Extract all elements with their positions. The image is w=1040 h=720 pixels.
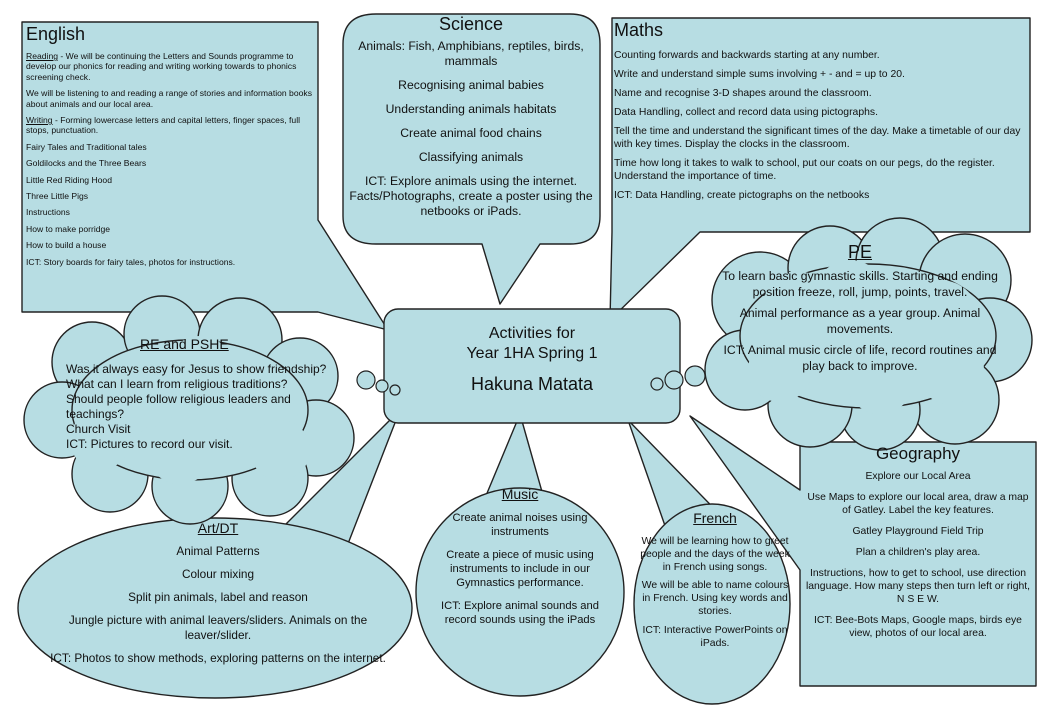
re-title: RE and PSHE — [140, 336, 229, 352]
maths-item: Data Handling, collect and record data u… — [614, 107, 878, 118]
center-title-box: Activities for Year 1HA Spring 1 Hakuna … — [386, 312, 678, 422]
french-title: French — [693, 510, 737, 526]
music-item: ICT: Explore animal sounds and record so… — [441, 600, 599, 626]
geography-item: ICT: Bee-Bots Maps, Google maps, birds e… — [814, 615, 1022, 639]
geography-callout-shape — [689, 415, 1037, 687]
science-item: ICT: Explore animals using the internet.… — [349, 174, 593, 218]
music-panel: Music Create animal noises using instrum… — [430, 486, 610, 686]
center-theme: Hakuna Matata — [470, 374, 594, 394]
pe-item: ICT: Animal music circle of life, record… — [723, 343, 997, 373]
english-panel: English Reading - We will be continuing … — [26, 24, 316, 310]
art-item: Split pin animals, label and reason — [128, 590, 308, 604]
english-reading: Reading - We will be continuing the Lett… — [26, 51, 297, 82]
english-item: Three Little Pigs — [26, 191, 89, 202]
science-panel: Science Animals: Fish, Amphibians, repti… — [345, 14, 597, 244]
maths-item: Tell the time and understand the signifi… — [614, 126, 1021, 150]
french-item: We will be learning how to greet people … — [640, 536, 790, 573]
center-line-2: Year 1HA Spring 1 — [466, 345, 598, 362]
re-thought-dot-1 — [356, 370, 376, 390]
art-item: Jungle picture with animal leavers/slide… — [68, 613, 368, 642]
geography-panel: Geography Explore our Local Area Use Map… — [802, 444, 1034, 684]
french-panel: French We will be learning how to greet … — [640, 510, 790, 680]
maths-callout-shape — [609, 17, 1031, 321]
geography-item: Use Maps to explore our local area, draw… — [807, 492, 1029, 516]
re-line: Was it always easy for Jesus to show fri… — [66, 362, 327, 376]
re-thought-dot-2 — [375, 379, 389, 393]
maths-item: Counting forwards and backwards starting… — [614, 50, 880, 61]
re-line: Should people follow religious leaders a… — [66, 392, 291, 421]
science-item: Create animal food chains — [400, 126, 542, 140]
english-item: Goldilocks and the Three Bears — [26, 158, 147, 169]
geography-item: Explore our Local Area — [865, 471, 971, 482]
pe-item: Animal performance as a year group. Anim… — [739, 306, 981, 336]
maths-title: Maths — [614, 20, 664, 40]
english-item: Fairy Tales and Traditional tales — [26, 141, 147, 152]
art-item: ICT: Photos to show methods, exploring p… — [50, 651, 386, 665]
maths-panel: Maths Counting forwards and backwards st… — [614, 20, 1024, 230]
music-item: Create a piece of music using instrument… — [446, 549, 594, 589]
geography-item: Instructions, how to get to school, use … — [805, 568, 1031, 605]
science-title: Science — [438, 14, 504, 34]
art-dt-panel: Art/DT Animal Patterns Colour mixing Spl… — [48, 520, 388, 696]
science-item: Understanding animals habitats — [385, 102, 557, 116]
english-listening: We will be listening to and reading a ra… — [26, 88, 312, 109]
maths-item: Write and understand simple sums involvi… — [614, 69, 905, 80]
music-item: Create animal noises using instruments — [452, 512, 588, 538]
science-item: Recognising animal babies — [398, 78, 544, 92]
music-callout-shape — [415, 487, 625, 697]
art-callout-shape — [17, 517, 413, 699]
pe-thought-dot-1 — [684, 365, 706, 387]
re-line: What can I learn from religious traditio… — [66, 377, 288, 391]
maths-item: ICT: Data Handling, create pictographs o… — [614, 190, 870, 201]
english-title: English — [26, 24, 86, 44]
re-line: ICT: Pictures to record our visit. — [66, 437, 233, 451]
pe-item: To learn basic gymnastic skills. Startin… — [722, 269, 998, 299]
maths-item: Time how long it takes to walk to school… — [614, 158, 995, 182]
re-thought-dot-3 — [389, 384, 401, 396]
pe-panel: PE To learn basic gymnastic skills. Star… — [720, 242, 1000, 412]
art-item: Colour mixing — [181, 567, 255, 581]
pe-thought-dot-2 — [664, 370, 684, 390]
re-line: Church Visit — [66, 422, 131, 436]
art-title: Art/DT — [197, 520, 239, 536]
english-item: ICT: Story boards for fairy tales, photo… — [26, 256, 236, 267]
re-pshe-panel: RE and PSHE Was it always easy for Jesus… — [66, 336, 328, 486]
french-callout-shape — [633, 503, 791, 705]
english-item: How to make porridge — [26, 223, 111, 234]
english-item: Instructions — [26, 207, 70, 218]
geography-title: Geography — [875, 444, 961, 463]
geography-item: Gatley Playground Field Trip — [852, 526, 984, 537]
english-writing: Writing - Forming lowercase letters and … — [26, 115, 301, 136]
music-title: Music — [501, 486, 539, 502]
geography-item: Plan a children's play area. — [855, 547, 981, 558]
french-item: We will be able to name colours in Frenc… — [641, 580, 789, 617]
pe-thought-dot-3 — [650, 377, 664, 391]
pe-title: PE — [847, 242, 872, 262]
center-line-1: Activities for — [488, 325, 576, 342]
english-item: Little Red Riding Hood — [26, 174, 112, 185]
english-item: How to build a house — [26, 240, 107, 251]
center-box-shape — [383, 308, 681, 424]
science-callout-shape — [342, 13, 601, 305]
maths-item: Name and recognise 3-D shapes around the… — [614, 88, 872, 99]
science-item: Classifying animals — [418, 150, 524, 164]
french-item: ICT: Interactive PowerPoints on iPads. — [642, 624, 788, 649]
art-item: Animal Patterns — [176, 544, 260, 558]
science-item: Animals: Fish, Amphibians, reptiles, bir… — [358, 39, 584, 68]
